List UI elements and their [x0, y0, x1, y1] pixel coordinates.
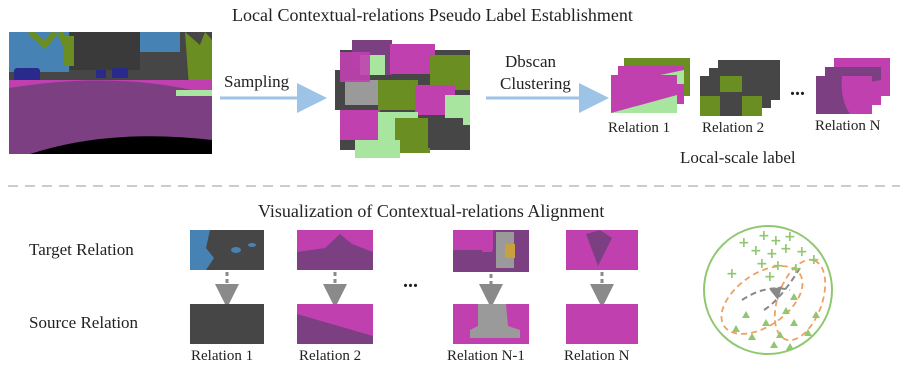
target-relation-n-1 [453, 230, 529, 272]
clustering-label-line1: Dbscan [505, 52, 556, 71]
top-relation-n-label: Relation N [815, 118, 881, 134]
clustering-label-line2: Clustering [500, 74, 571, 93]
svg-text:+: + [796, 244, 808, 260]
source-relation-1 [190, 304, 264, 344]
relation-n-stack [816, 58, 890, 114]
bottom-relation-n-1-label: Relation N-1 [447, 348, 525, 364]
svg-text:+: + [726, 266, 738, 282]
svg-text:+: + [770, 233, 782, 249]
source-relation-n [566, 304, 638, 344]
svg-text:+: + [756, 256, 768, 272]
svg-text:+: + [808, 252, 820, 268]
svg-text:+: + [780, 241, 792, 257]
source-relation-2 [297, 304, 373, 344]
target-row-label: Target Relation [29, 240, 134, 259]
relation-2-stack [700, 60, 780, 116]
target-relation-2 [297, 230, 373, 270]
top-section-title: Local Contextual-relations Pseudo Label … [232, 5, 633, 25]
street-scene-image [9, 32, 212, 154]
local-scale-label: Local-scale label [680, 148, 796, 167]
svg-text:+: + [738, 235, 750, 251]
source-relation-n-1 [453, 304, 529, 344]
svg-text:+: + [758, 228, 770, 244]
feature-space-diagram: ++++ ++++ ++++ ++ [703, 225, 833, 355]
svg-text:+: + [750, 243, 762, 259]
top-ellipsis: ... [790, 78, 805, 100]
top-relation-2-label: Relation 2 [702, 120, 765, 136]
source-row-label: Source Relation [29, 313, 139, 332]
sampling-label: Sampling [224, 72, 290, 91]
svg-text:+: + [764, 269, 776, 285]
svg-text:+: + [784, 229, 796, 245]
bottom-ellipsis: ... [403, 270, 418, 292]
target-relation-1 [190, 230, 264, 270]
bottom-section-title: Visualization of Contextual-relations Al… [258, 201, 605, 221]
bottom-relation-1-label: Relation 1 [191, 348, 254, 364]
bottom-relation-n-label: Relation N [564, 348, 630, 364]
bottom-relation-2-label: Relation 2 [299, 348, 362, 364]
sampled-patches-cluster [335, 40, 470, 158]
top-relation-1-label: Relation 1 [608, 120, 671, 136]
svg-text:+: + [772, 258, 784, 274]
relation-1-stack [611, 58, 690, 113]
target-relation-n [566, 230, 638, 270]
svg-text:+: + [790, 261, 802, 277]
svg-text:+: + [766, 246, 778, 262]
